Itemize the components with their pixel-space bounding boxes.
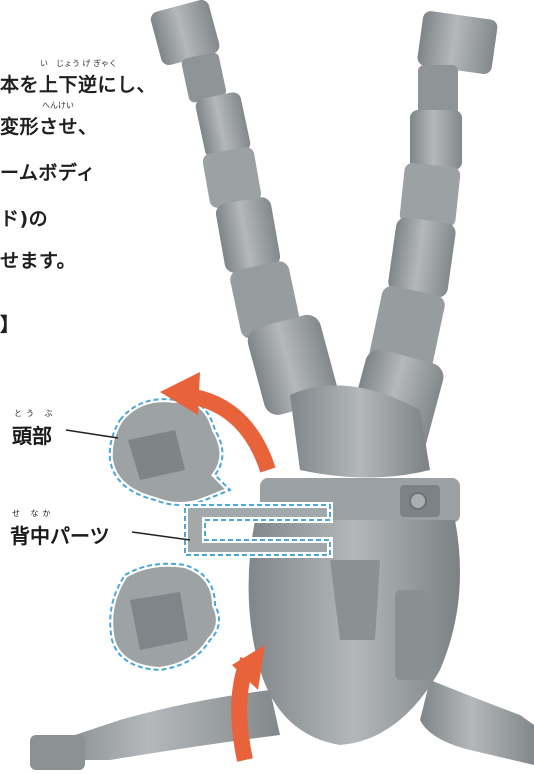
head-label: とう ぶ 頭部 [12, 409, 53, 449]
head-part [106, 396, 236, 508]
instruction-line-3: ームボディ [0, 162, 96, 184]
lower-head-part [107, 560, 222, 674]
furigana-line1: い じょう げ ぎゃく [40, 59, 117, 68]
furigana-line2: へんけい [42, 101, 74, 110]
back-part-label: せ なか 背中パーツ [10, 509, 110, 549]
left-arm [30, 690, 280, 770]
bracket-fragment: 】 [0, 314, 20, 336]
left-leg [150, 0, 338, 415]
right-arm [420, 680, 534, 765]
back-part [182, 502, 333, 558]
instruction-line-2: 変形させ、 [0, 116, 98, 138]
head-label-furigana: とう ぶ [14, 409, 57, 418]
back-leader-line [131, 531, 191, 541]
instruction-line-4: ド)の [0, 208, 49, 230]
pelvis [290, 385, 430, 478]
head-label-text: 頭部 [12, 424, 52, 448]
back-part-label-text: 背中パーツ [10, 524, 110, 548]
head-leader-line [65, 429, 119, 439]
instruction-line-5: せます。 [0, 250, 77, 272]
back-part-label-furigana: せ なか [12, 509, 55, 518]
instruction-line-1: 本を上下逆にし、 [0, 74, 157, 96]
